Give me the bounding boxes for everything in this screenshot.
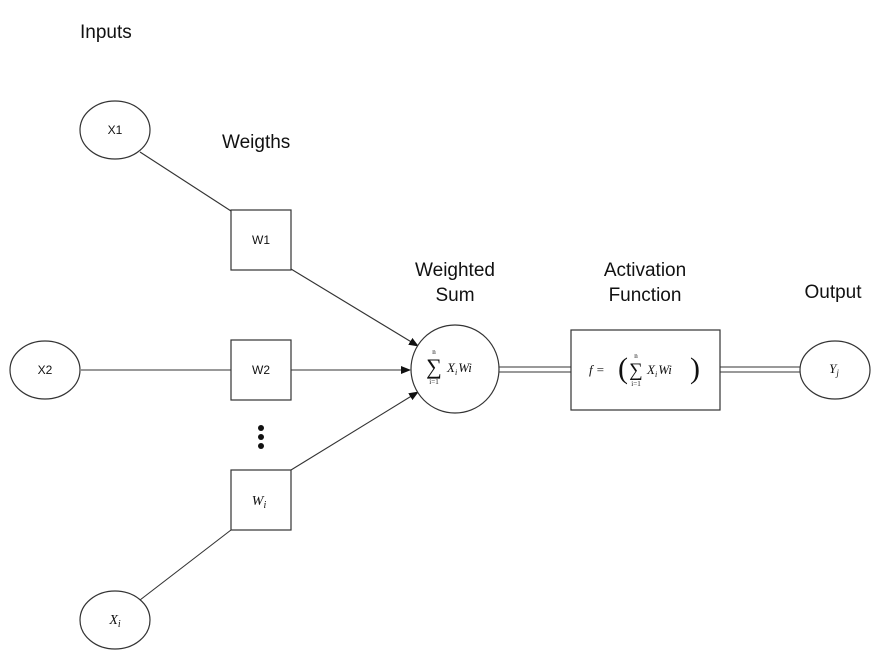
weight-node-w1-label: W1 bbox=[252, 233, 270, 247]
activation-label-line1: Activation bbox=[604, 260, 686, 281]
activation-upper-limit: n bbox=[634, 352, 638, 360]
output-node: Yj bbox=[799, 340, 871, 400]
input-node-xi-label: Xi bbox=[108, 613, 121, 630]
weight-node-w1: W1 bbox=[230, 209, 292, 271]
input-node-x1-label: X1 bbox=[108, 123, 123, 137]
input-node-xi: Xi bbox=[79, 590, 151, 650]
activation-term: XiWi bbox=[646, 362, 672, 379]
edge-x1-w1 bbox=[139, 151, 232, 212]
weight-node-wi: Wi bbox=[230, 469, 292, 531]
input-node-x1: X1 bbox=[79, 100, 151, 160]
sum-upper-limit: n bbox=[432, 348, 436, 356]
weight-node-w2: W2 bbox=[230, 339, 292, 401]
weight-node-w2-label: W2 bbox=[252, 363, 270, 377]
weighted-sum-node: n ∑ i=1 XiWi bbox=[410, 324, 500, 414]
activation-function-node: f = ( n ∑ i=1 XiWi ) bbox=[570, 329, 721, 411]
weighted-sum-label-line1: Weighted bbox=[415, 260, 495, 281]
ellipsis-icon bbox=[258, 425, 264, 449]
inputs-label: Inputs bbox=[80, 22, 132, 43]
activation-lhs: f = bbox=[589, 362, 605, 377]
weighted-sum-label-line2: Sum bbox=[435, 285, 474, 306]
activation-lower-limit: i=1 bbox=[631, 380, 641, 388]
activation-paren-open: ( bbox=[618, 352, 628, 385]
sum-sigma-icon: ∑ bbox=[426, 354, 442, 379]
sum-lower-limit: i=1 bbox=[429, 378, 439, 386]
sum-term: XiWi bbox=[446, 360, 472, 377]
edge-xi-wi bbox=[139, 529, 232, 601]
input-node-x2: X2 bbox=[9, 340, 81, 400]
output-label: Output bbox=[804, 282, 862, 303]
weight-node-wi-label: Wi bbox=[252, 494, 267, 511]
weights-label: Weigths bbox=[222, 132, 290, 153]
activation-paren-close: ) bbox=[690, 352, 700, 385]
edge-w1-sum bbox=[290, 268, 419, 347]
edge-wi-sum bbox=[290, 391, 419, 471]
output-node-label: Yj bbox=[829, 361, 839, 378]
input-node-x2-label: X2 bbox=[38, 363, 53, 377]
activation-label-line2: Function bbox=[609, 285, 682, 306]
activation-sigma-icon: ∑ bbox=[629, 360, 643, 381]
